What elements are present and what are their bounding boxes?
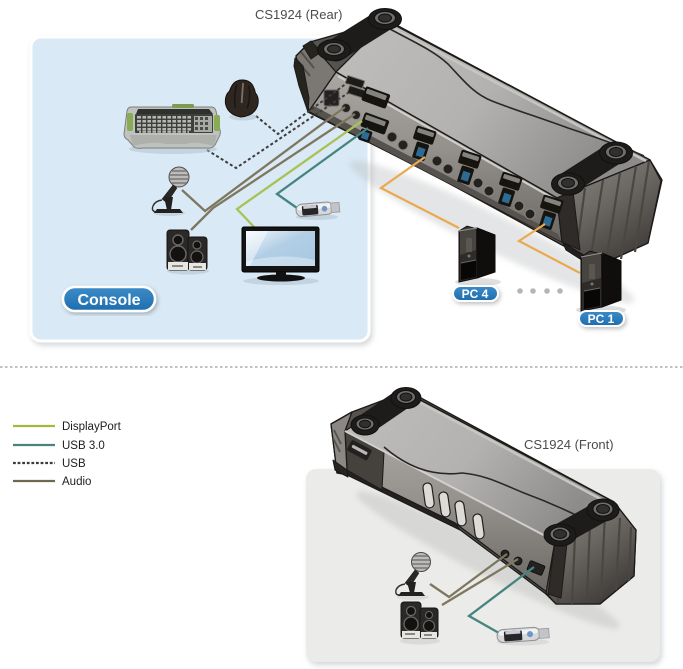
svg-text:CS1924 (Front): CS1924 (Front) (524, 437, 614, 452)
svg-text:DisplayPort: DisplayPort (62, 421, 122, 433)
svg-text:USB 3.0: USB 3.0 (62, 440, 105, 452)
svg-text:Audio: Audio (62, 476, 91, 488)
svg-text:USB: USB (62, 458, 86, 470)
svg-text:PC 1: PC 1 (588, 312, 615, 326)
svg-text:CS1924 (Rear): CS1924 (Rear) (255, 7, 342, 22)
svg-text:Console: Console (77, 292, 140, 309)
svg-text:PC 4: PC 4 (462, 287, 489, 301)
